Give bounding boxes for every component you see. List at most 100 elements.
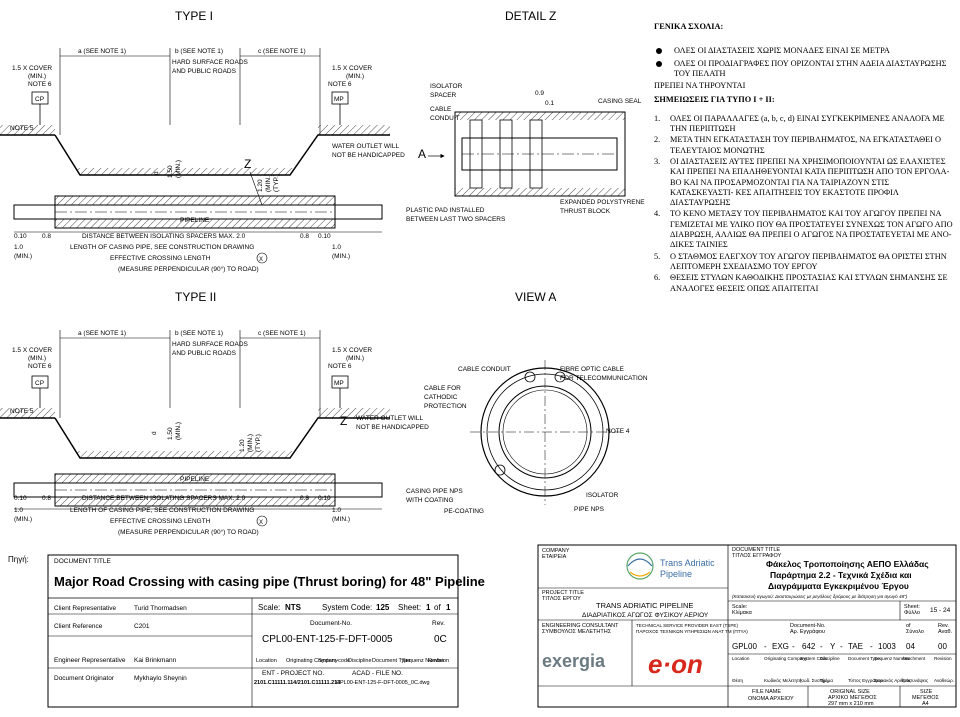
cable-label: CABLE	[430, 106, 452, 113]
originator: Mykhaylo Sheynin	[134, 675, 187, 682]
gr-col-system: System Code	[800, 656, 828, 661]
client-rep-label: Client Representative	[54, 605, 117, 612]
client-ref: C201	[134, 623, 150, 630]
dim-08-right: 0.8	[300, 233, 309, 240]
gr-col-attachment: Attachment	[902, 656, 926, 661]
dim-120: 1.20	[257, 179, 264, 192]
eng-cons-label-1: ENGINEERING CONSULTANT	[542, 623, 619, 629]
scale-label: Scale:	[258, 603, 280, 612]
note6-right: NOTE 6	[328, 81, 352, 88]
source-label: Πηγή:	[8, 555, 29, 564]
company-label-1: COMPANY	[542, 548, 570, 554]
detail-z-view: ISOLATOR SPACER CABLE CONDUIT 0.9 0.1 CA…	[406, 83, 645, 223]
acad-value: CPL00-ENT-125-F-DFT-0005_0C.dwg	[336, 680, 430, 686]
t2-measure-label: (MEASURE PERPENDICULAR (90°) TO ROAD)	[118, 528, 259, 536]
pe-label: PE-COATING	[444, 508, 484, 515]
general-note-2: ΟΛΕΣ ΟΙ ΠΡΟΔΙΑΓΡΑΦΕΣ ΠΟΥ ΟΡΙΖΟΝΤΑΙ ΣΤΗΝ …	[654, 59, 954, 80]
gr-code-company: EXG	[772, 642, 789, 651]
size-label-2: ΜΕΓΕΘΟΣ	[912, 695, 940, 701]
t2-note6-left: NOTE 6	[28, 363, 52, 370]
view-title-viewA: VIEW A	[515, 290, 556, 304]
col-sequence: Sequenz Number	[402, 658, 445, 664]
title-block-left: Πηγή: DOCUMENT TITLE Major Road Crossing…	[8, 554, 485, 708]
outlet-label-1: WATER OUTLET WILL	[332, 143, 399, 150]
eng-rep: Kai Brinkmann	[134, 657, 177, 664]
size-label-1: SIZE	[920, 689, 933, 695]
eng-rep-label: Engineer Representative	[54, 657, 126, 664]
gr-col2-revision: Αναθεώρ.	[934, 677, 954, 683]
t2-dim-150: 1.50	[167, 427, 174, 440]
t2-mp-label: MP	[334, 380, 344, 387]
exergia-logo: exergia	[542, 651, 606, 671]
note-item: 2.ΜΕΤΑ ΤΗΝ ΕΓΚΑΤΑΣΤΑΣΗ ΤΟΥ ΠΕΡΙΒΛΗΜΑΤΟΣ,…	[654, 135, 942, 155]
tech-label-2: ΠΑΡΟΧΟΣ ΤΕΧΝΙΚΩΝ ΥΠΗΡΕΣΙΩΝ ΑΝΑΤ ΤΜ (ΠΤΥΑ…	[636, 629, 748, 634]
road-label-2: AND PUBLIC ROADS	[172, 68, 237, 75]
file-label-2: ΟΝΟΜΑ ΑΡΧΕΙΟΥ	[748, 696, 794, 702]
sheet-value: 1	[426, 603, 431, 612]
t2-cover-left-2: (MIN.)	[28, 355, 46, 362]
gr-sheet-label-1: Sheet:	[904, 604, 920, 610]
gr-sheet-value: 15 - 24	[930, 607, 951, 614]
cable-conduit-label: CABLE CONDUIT	[458, 366, 511, 373]
note4-label: NOTE 4	[606, 428, 630, 435]
dim-01: 0.1	[545, 100, 554, 107]
t2-b-note: b (SEE NOTE 1)	[175, 330, 223, 337]
cath-label-2: CATHODIC	[424, 394, 458, 401]
cover-left-2: (MIN.)	[28, 73, 46, 80]
gr-col-revision: Revision	[934, 656, 952, 661]
gr-scale-label-1: Scale:	[732, 604, 748, 610]
outlet-label-2: NOT BE HANDICAPPED	[332, 152, 405, 159]
t2-dim-08-right: 0.8	[300, 495, 309, 502]
cover-right-2: (MIN.)	[346, 73, 364, 80]
d-label: d	[153, 171, 160, 175]
t2-min-left: (MIN.)	[14, 516, 32, 523]
t2-effective-label: EFFECTIVE CROSSING LENGTH	[110, 518, 211, 525]
size-value: A4	[922, 701, 929, 707]
eon-logo: e·on	[648, 649, 703, 679]
gr-sheetno: 04	[906, 642, 915, 651]
notes-subheading: ΣΗΜΕΙΩΣΕΙΣ ΓΙΑ ΤΥΠΟ Ι + ΙΙ:	[654, 95, 775, 105]
cath-label-3: PROTECTION	[424, 403, 467, 410]
dim-150-min: (MIN.)	[175, 160, 182, 178]
gr-code-discipline: Y	[830, 642, 836, 651]
sheet-label: Sheet:	[398, 603, 421, 612]
gr-code-location: GPL00	[732, 642, 757, 651]
title-block-right: COMPANY ΕΤΑΙΡΕΙΑ Trans Adriatic Pipeline…	[537, 544, 957, 708]
cath-label-1: CABLE FOR	[424, 385, 461, 392]
t2-z-label: Z	[340, 414, 347, 428]
note-item: 1.ΟΛΕΣ ΟΙ ΠΑΡΑΛΛΑΓΕΣ (a, b, c, d) ΕΙΝΑΙ …	[654, 113, 945, 134]
view-title-type2: TYPE II	[175, 290, 216, 304]
bullet-icon	[656, 60, 662, 67]
road-label-1: HARD SURFACE ROADS	[172, 59, 249, 66]
note-item: 5.Ο ΣΤΑΘΜΟΣ ΕΛΕΓΧΟΥ ΤΟΥ ΑΓΩΓΟΥ ΠΕΡΙΒΛΗΜΑ…	[654, 251, 947, 271]
gr-col-location: Location	[732, 656, 750, 661]
sheet-of: of	[434, 603, 441, 612]
doc-title: Major Road Crossing with casing pipe (Th…	[54, 574, 485, 589]
gr-col2-discipline: Τμήμα	[820, 677, 833, 683]
t2-note5-label: NOTE 5	[10, 408, 34, 415]
gr-code-doctype: TAE	[848, 642, 863, 651]
ent-project-label: ENT - PROJECT NO.	[262, 670, 324, 677]
t2-dim-10-right: 1.0	[332, 507, 341, 514]
dim-10-right: 1.0	[332, 244, 341, 251]
originator-label: Document Originator	[54, 675, 115, 682]
iso-label: ISOLATOR	[586, 492, 619, 499]
exp-label-2: THRUST BLOCK	[560, 208, 611, 215]
scale-value: NTS	[285, 603, 302, 612]
t2-a-note: a (SEE NOTE 1)	[78, 330, 126, 337]
t2-d-label: d	[151, 431, 158, 435]
dim-10-left: 1.0	[14, 244, 23, 251]
docno: CPL00-ENT-125-F-DFT-0005	[262, 634, 393, 645]
casing-label-2: WITH COATING	[406, 497, 454, 504]
col-doctype: Document Type	[372, 658, 410, 664]
gr-col2-sequence: Σειριακός Αριθμός	[874, 677, 912, 683]
gr-revno: 00	[938, 642, 947, 651]
cp-label: CP	[35, 96, 44, 103]
tap-logo-icon	[626, 552, 654, 580]
general-notes: ΓΕΝΙΚΑ ΣΧΟΛΙΑ: ΟΛΕΣ ΟΙ ΔΙΑΣΤΑΣΕΙΣ ΧΩΡΙΣ …	[654, 22, 954, 295]
t2-c-note: c (SEE NOTE 1)	[258, 330, 306, 337]
col-syscode: System-code	[318, 658, 350, 664]
t2-note6-right: NOTE 6	[328, 363, 352, 370]
dim-09: 0.9	[535, 90, 544, 97]
gr-doc-title-label-1: DOCUMENT TITLE	[732, 547, 780, 553]
